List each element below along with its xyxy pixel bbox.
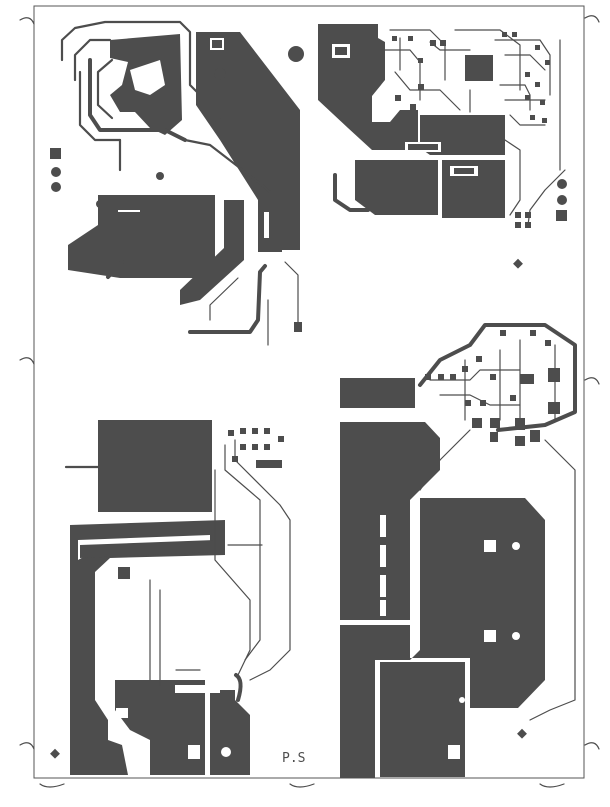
trace-bottom-curve bbox=[188, 264, 267, 334]
trace-topright-left-bend bbox=[333, 173, 370, 212]
via-topleft-1 bbox=[214, 68, 226, 80]
via-topleft-2 bbox=[215, 117, 221, 123]
pad-topright-4 bbox=[445, 144, 475, 152]
trace-left-bundle-2 bbox=[78, 70, 122, 142]
pad-topright-2-inner bbox=[454, 168, 474, 174]
pour-bottomright-tab bbox=[340, 378, 415, 408]
edge-pad-1 bbox=[50, 148, 61, 159]
pour-topright-main bbox=[318, 24, 418, 150]
pad-center-1 bbox=[264, 212, 269, 238]
pour-bottomright-left bbox=[340, 422, 440, 620]
trace-bottom-thin-2 bbox=[284, 261, 299, 323]
pad-topright-3-inner bbox=[408, 144, 438, 150]
trace-loop-outer bbox=[60, 20, 202, 97]
edge-pad-3 bbox=[51, 182, 61, 192]
via-bottomright-2 bbox=[512, 632, 520, 640]
pour-bottomleft-lower bbox=[115, 680, 205, 775]
pour-center-vert-1 bbox=[180, 200, 244, 305]
pour-center-hole bbox=[130, 60, 165, 95]
via-topright-diamond bbox=[513, 258, 523, 269]
bottom-right-copper bbox=[340, 323, 577, 778]
via-bottomleft-2 bbox=[118, 736, 126, 744]
pour-center-vert-2 bbox=[258, 198, 282, 252]
trace-left-bundle-3 bbox=[96, 58, 114, 120]
edge-pad-right-1 bbox=[557, 179, 567, 189]
via-bottomright-4 bbox=[459, 697, 465, 703]
trace-bottom-thin-1 bbox=[209, 277, 239, 321]
pads-bottomleft-ic bbox=[228, 428, 284, 468]
mirrored-board-label: P.S bbox=[282, 751, 305, 766]
pour-bottomleft-inner-hole bbox=[78, 535, 210, 560]
trace-loop-inner bbox=[73, 38, 112, 82]
trace-bottomleft-curve bbox=[234, 673, 243, 702]
via-topleft-3 bbox=[156, 172, 164, 180]
pour-heatsink-tab bbox=[98, 420, 212, 512]
pad-bottomleft-row bbox=[175, 685, 220, 693]
via-bottomright-3 bbox=[479, 746, 491, 758]
pad-center-2 bbox=[245, 212, 249, 238]
pad-bottomleft-3 bbox=[188, 745, 200, 759]
edge-pad-2 bbox=[51, 167, 61, 177]
via-bottomright-1 bbox=[512, 542, 520, 550]
via-bottomleft-diamond bbox=[50, 748, 60, 759]
mount-hole-top bbox=[288, 46, 304, 62]
pad-bottom-small bbox=[294, 322, 302, 332]
trace-left-diag bbox=[106, 260, 124, 279]
pads-topright-small bbox=[392, 32, 550, 228]
edge-pad-right-3 bbox=[556, 210, 567, 221]
top-left-copper bbox=[50, 20, 304, 346]
pad-topleft-1-inner bbox=[212, 40, 222, 48]
trace-left-bundle-1 bbox=[88, 58, 187, 142]
bottom-left-copper: P.S bbox=[50, 420, 305, 775]
edge-ticks bbox=[19, 15, 600, 788]
pour-bottomright-pad-big bbox=[380, 662, 465, 777]
pad-bottomright-3 bbox=[448, 745, 460, 759]
pad-topright-1-inner bbox=[335, 47, 347, 55]
pour-bottomleft-right bbox=[210, 690, 250, 775]
pad-bottomright-sq-2 bbox=[484, 630, 496, 642]
top-right-copper bbox=[318, 24, 567, 269]
pad-bottomleft-2 bbox=[116, 708, 128, 718]
via-bottomleft-1 bbox=[120, 599, 128, 607]
pour-left-large bbox=[68, 195, 215, 278]
trace-control-loop bbox=[418, 323, 577, 432]
edge-pad-right-2 bbox=[557, 195, 567, 205]
pour-bottomleft-strip bbox=[80, 540, 215, 558]
via-bottomright-diamond bbox=[517, 728, 527, 739]
pour-topright-lower bbox=[355, 160, 438, 215]
trace-mid-1 bbox=[183, 138, 272, 194]
via-bottomleft-3 bbox=[221, 747, 231, 757]
pour-topright-right bbox=[420, 115, 505, 155]
pour-bottomright-center bbox=[340, 498, 545, 778]
ic-topright bbox=[465, 55, 493, 81]
pad-bottomright-sq-1 bbox=[484, 540, 496, 552]
pour-diagonal bbox=[196, 32, 300, 250]
board-outline bbox=[33, 5, 585, 779]
pads-control bbox=[425, 330, 560, 446]
pad-bottomleft-sq-1 bbox=[118, 567, 130, 579]
